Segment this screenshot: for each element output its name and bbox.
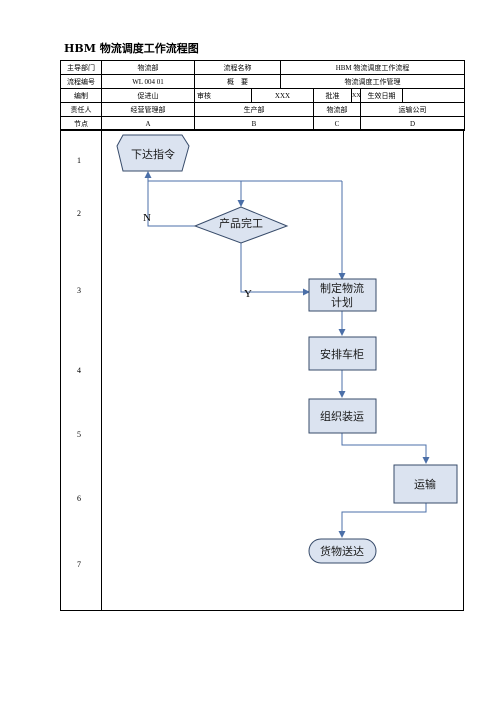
decision-node-shape — [193, 206, 289, 244]
loading-node: 组织装运 — [308, 398, 377, 434]
start-node-shape — [116, 134, 190, 172]
end-node: 货物送达 — [308, 538, 377, 564]
plan-node-label-line1: 制定物流 — [320, 281, 364, 295]
arrange-node: 安排车柜 — [308, 336, 377, 371]
connector-transport-to-end — [338, 503, 427, 538]
row-number-5: 5 — [77, 430, 81, 439]
column-node-d: D — [360, 116, 466, 131]
row-number-1: 1 — [77, 156, 81, 165]
column-node-c: C — [313, 116, 362, 131]
start-node-label: 下达指令 — [131, 147, 175, 161]
end-node-label: 货物送达 — [320, 544, 364, 558]
loading-node-label: 组织装运 — [320, 409, 364, 423]
connector-no-loop — [144, 171, 195, 227]
header-table: 主导部门 物流部 流程名称 HBM 物流调度工作流程 流程编号 WL 004 0… — [60, 60, 466, 131]
yes-branch-label: Y — [244, 288, 252, 300]
page-title: HBM 物流调度工作流程图 — [64, 42, 199, 55]
flowchart-frame — [60, 129, 464, 611]
column-node-a: A — [100, 116, 196, 131]
no-branch-label: N — [143, 212, 151, 224]
start-node: 下达指令 — [116, 134, 190, 172]
row-number-3: 3 — [77, 286, 81, 295]
row-number-7: 7 — [77, 560, 81, 569]
plan-node-label-line2: 计划 — [331, 296, 353, 309]
arrange-node-label: 安排车柜 — [320, 347, 364, 361]
row-number-4: 4 — [77, 366, 81, 375]
node-column-divider — [101, 129, 102, 610]
decision-node: 产品完工 — [193, 206, 289, 244]
transport-node-label: 运输 — [414, 477, 436, 491]
transport-node: 运输 — [393, 464, 458, 504]
transport-node-shape — [393, 464, 458, 504]
connector-loading-to-transport — [341, 433, 430, 464]
plan-node-shape — [308, 278, 377, 312]
connector-yes-branch — [240, 243, 310, 296]
flow-connectors — [144, 171, 430, 538]
arrange-node-shape — [308, 336, 377, 371]
plan-node: 制定物流 计划 — [308, 278, 377, 312]
loading-node-shape — [308, 398, 377, 434]
header-label-node: 节点 — [60, 116, 102, 131]
end-node-shape — [308, 538, 377, 564]
row-number-2: 2 — [77, 209, 81, 218]
decision-node-label: 产品完工 — [219, 216, 263, 230]
row-number-6: 6 — [77, 494, 81, 503]
